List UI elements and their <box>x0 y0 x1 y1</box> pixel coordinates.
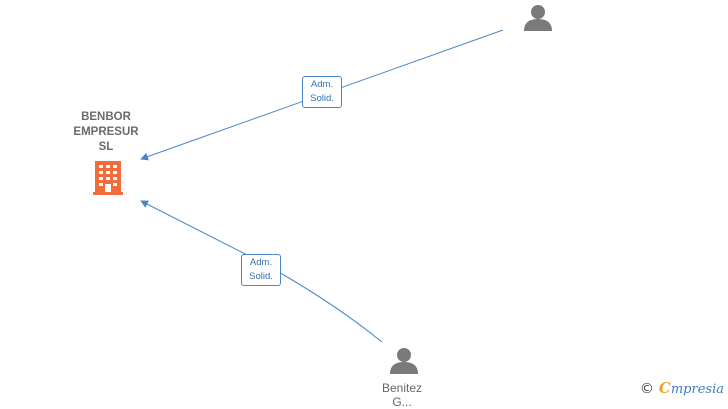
brand-initial: C <box>658 379 671 397</box>
empresia-watermark[interactable]: ©Cmpresia <box>640 379 724 397</box>
relationship-graph <box>93 5 552 374</box>
person-icon[interactable] <box>524 5 552 31</box>
building-icon[interactable] <box>93 161 123 195</box>
brand-name: mpresia <box>670 382 724 397</box>
person-name-label[interactable]: Benitez G... <box>381 381 423 409</box>
person-icon[interactable] <box>390 348 418 374</box>
copyright-symbol: © <box>639 381 654 397</box>
edge-label-top: Adm. Solid. <box>302 76 342 108</box>
company-name-label[interactable]: BENBOR EMPRESUR SL <box>73 111 139 153</box>
edge-label-bottom: Adm. Solid. <box>241 254 281 286</box>
